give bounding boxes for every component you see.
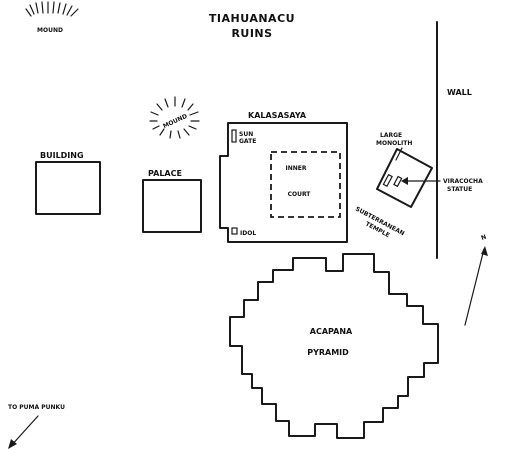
large-monolith-label-2: MONOLITH bbox=[376, 140, 412, 147]
acapana-pyramid-outline bbox=[229, 253, 439, 439]
inner-court-label-1: INNER bbox=[286, 165, 307, 172]
sun-gate-marker bbox=[231, 129, 237, 143]
viracocha-statue-marker bbox=[393, 175, 403, 188]
viracocha-pointer-arrow-icon bbox=[401, 177, 441, 185]
viracocha-statue-label-2: STATUE bbox=[447, 186, 472, 193]
sun-gate-label-1: SUN bbox=[239, 131, 253, 138]
to-puma-punku-label: TO PUMA PUNKU bbox=[8, 404, 65, 411]
acapana-label-2: PYRAMID bbox=[307, 348, 349, 357]
kalasasaya-label: KALASASAYA bbox=[248, 111, 307, 120]
puma-punku-direction-arrow-icon bbox=[8, 415, 39, 449]
mound-center-label: MOUND bbox=[162, 113, 188, 130]
map-title-line2: RUINS bbox=[231, 27, 272, 40]
subterranean-temple-outline bbox=[376, 148, 433, 208]
palace-outline bbox=[142, 179, 202, 233]
large-monolith-marker bbox=[382, 173, 393, 188]
wall-label: WALL bbox=[447, 88, 472, 97]
mound-top-left-icon bbox=[25, 1, 79, 17]
viracocha-statue-label-1: VIRACOCHA bbox=[443, 178, 483, 185]
large-monolith-leader bbox=[395, 147, 403, 161]
inner-court-outline bbox=[270, 151, 341, 218]
kalasasaya-outline bbox=[219, 122, 348, 243]
north-label: N bbox=[480, 234, 487, 242]
map-title-line1: TIAHUANACU bbox=[209, 12, 295, 25]
building-label: BUILDING bbox=[40, 151, 84, 160]
acapana-label-1: ACAPANA bbox=[310, 327, 353, 336]
idol-label: IDOL bbox=[240, 230, 256, 237]
mound-top-label: MOUND bbox=[37, 27, 63, 34]
large-monolith-label-1: LARGE bbox=[380, 132, 402, 139]
palace-label: PALACE bbox=[148, 169, 182, 178]
mound-center-icon bbox=[149, 96, 200, 139]
north-arrow-icon bbox=[464, 246, 488, 326]
sun-gate-label-2: GATE bbox=[239, 138, 256, 145]
inner-court-label-2: COURT bbox=[288, 191, 312, 198]
idol-marker bbox=[231, 227, 238, 235]
building-outline bbox=[35, 161, 101, 215]
